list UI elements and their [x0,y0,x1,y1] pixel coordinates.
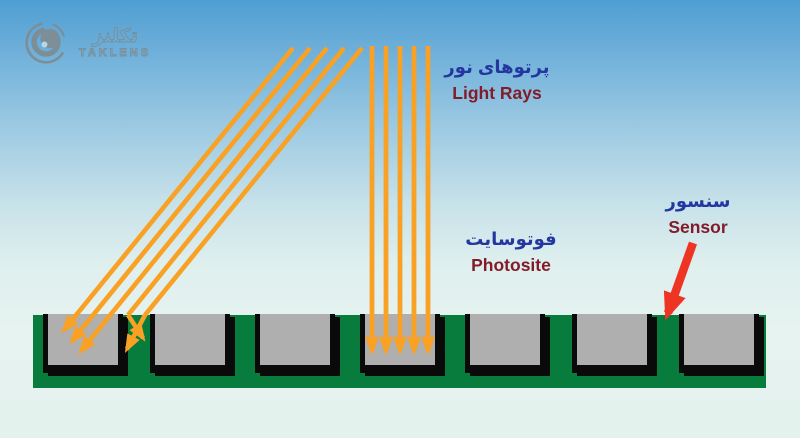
lens-highlight-dot [41,41,48,48]
brand-name-farsi: تكلنز [92,25,138,47]
photosite-well [360,314,440,373]
brand-name-english: TAKLENS [79,47,152,60]
sensor-pointer-arrow [663,241,698,321]
photosite-well [255,314,335,373]
sensor-label: سنسور Sensor [665,190,730,239]
photosite-well [572,314,652,373]
light-rays-label-english: Light Rays [452,83,542,104]
light-rays-label: پرتوهای نور Light Rays [444,56,549,105]
lens-logo-icon [25,22,66,64]
photosite-label-english: Photosite [471,255,551,276]
light-ray-blocked [143,46,364,317]
light-rays-label-farsi: پرتوهای نور [444,57,550,77]
photosite-well [465,314,545,373]
photosite-well [679,314,759,373]
photosite-label: فوتوسایت Photosite [465,228,556,277]
sensor-label-english: Sensor [668,217,728,238]
light-ray-blocked [126,46,346,317]
photosite-well [150,314,230,373]
light-ray-angled [69,46,312,345]
photosite-well [43,314,123,373]
brand-logo: تكلنز TAKLENS [24,16,151,70]
light-ray-angled [78,46,329,355]
light-ray-angled [61,46,295,334]
sensor-label-farsi: سنسور [665,191,731,211]
photosite-label-farsi: فوتوسایت [465,229,557,249]
